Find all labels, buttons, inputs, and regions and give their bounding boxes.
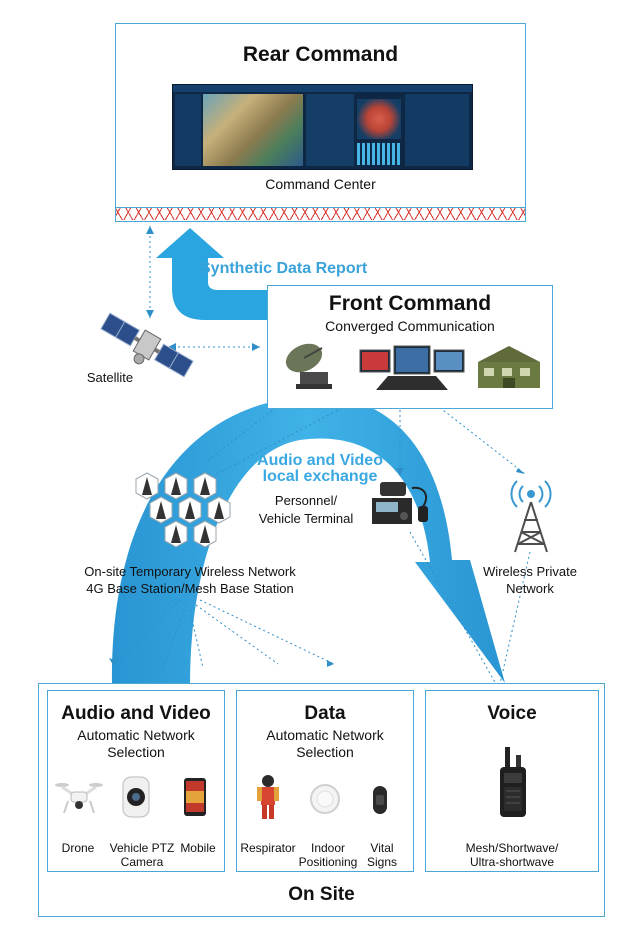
vital-signs-line1: Vital (370, 841, 394, 855)
screen-list-panel (306, 94, 354, 166)
on-site-label: On Site (288, 884, 355, 905)
wireless-private-label: Wireless Private Network (465, 563, 595, 597)
synthetic-data-report-label: Synthetic Data Report (200, 260, 368, 277)
data-title: Data (304, 703, 346, 724)
screen-chart-bars (357, 143, 401, 165)
data-subtitle-1: Automatic Network (266, 727, 384, 743)
av-exchange-line1: Audio and Video (257, 452, 383, 469)
mobile-label: Mobile (180, 841, 216, 855)
data-panel: Data Automatic Network Selection Respira… (236, 690, 414, 872)
indoor-positioning-label: Indoor Positioning (295, 841, 361, 869)
personnel-terminal-label: Personnel/ Vehicle Terminal (236, 492, 376, 528)
radio-tower-icon (514, 501, 548, 553)
rear-command-hatch-strip (116, 207, 525, 220)
data-subtitle-2: Selection (296, 744, 354, 760)
command-center-screen (172, 84, 473, 170)
voice-label: Mesh/Shortwave/ Ultra-shortwave (426, 841, 598, 869)
av-subtitle-2: Selection (107, 744, 165, 760)
satellite-dish-icon (285, 343, 332, 389)
mobile-phone-icon (184, 778, 206, 816)
ptz-camera-icon (122, 776, 150, 818)
on-site-panel: Audio and Video Automatic Network Select… (38, 683, 605, 917)
wireless-private-line1: Wireless Private (483, 564, 577, 579)
report-arrow (156, 228, 270, 320)
rugged-laptop-icon (359, 345, 465, 390)
screen-left-panel (175, 94, 201, 166)
respirator-label: Respirator (240, 841, 296, 855)
command-center-caption: Command Center (265, 176, 376, 192)
screen-map (203, 94, 303, 166)
vehicle-radio-icon (372, 482, 428, 524)
wireless-private-line2: Network (506, 581, 554, 596)
vital-signs-label: Vital Signs (361, 841, 403, 869)
personnel-terminal-line1: Personnel/ (274, 493, 338, 508)
voice-panel: Voice Mesh/Shortwave/ Ultra-shortwave (425, 690, 599, 872)
voice-label-line2: Ultra-shortwave (469, 855, 555, 869)
rear-command-title: Rear Command (242, 43, 399, 66)
front-command-subtitle: Converged Communication (325, 318, 495, 334)
drone-label: Drone (61, 841, 95, 855)
tower-icons (142, 477, 224, 543)
voice-label-line1: Mesh/Shortwave/ (465, 841, 559, 855)
satellite-icon (100, 312, 194, 378)
vital-signs-line2: Signs (366, 855, 398, 869)
connection-arrowheads (109, 226, 525, 667)
av-subtitle-1: Automatic Network (77, 727, 195, 743)
vital-signs-band-icon (373, 786, 387, 814)
onsite-network-line1: On-site Temporary Wireless Network (84, 564, 296, 579)
rear-command-panel: Rear Command Command Center (115, 23, 526, 222)
respirator-icon (257, 775, 279, 819)
av-panel: Audio and Video Automatic Network Select… (47, 690, 225, 872)
ptz-camera-label-line1: Vehicle PTZ (109, 841, 175, 855)
walkie-talkie-icon (500, 747, 526, 817)
av-title: Audio and Video (61, 703, 211, 724)
satellite-label: Satellite (86, 370, 134, 385)
signal-waves-icon (510, 480, 552, 508)
screen-header-bar (173, 85, 472, 92)
front-command-title: Front Command (328, 292, 492, 315)
screen-china-map (357, 99, 401, 139)
command-tent-icon (478, 346, 540, 388)
onsite-network-label: On-site Temporary Wireless Network 4G Ba… (40, 563, 340, 597)
personnel-terminal-line2: Vehicle Terminal (258, 511, 354, 526)
main-arc-arrow (111, 395, 505, 684)
onsite-network-line2: 4G Base Station/Mesh Base Station (86, 581, 294, 596)
indoor-positioning-line2: Positioning (298, 855, 358, 869)
ptz-camera-label: Vehicle PTZ Camera (104, 841, 180, 869)
indoor-positioning-icon (310, 784, 340, 814)
ptz-camera-label-line2: Camera (120, 855, 164, 869)
av-exchange-line2: local exchange (262, 468, 378, 485)
voice-title: Voice (487, 703, 537, 724)
front-command-panel: Front Command Converged Communication (267, 285, 553, 409)
av-exchange-label: Audio and Video local exchange (250, 453, 390, 485)
drone-icon (55, 783, 103, 814)
indoor-positioning-line1: Indoor (310, 841, 346, 855)
screen-right-panel (405, 94, 469, 166)
